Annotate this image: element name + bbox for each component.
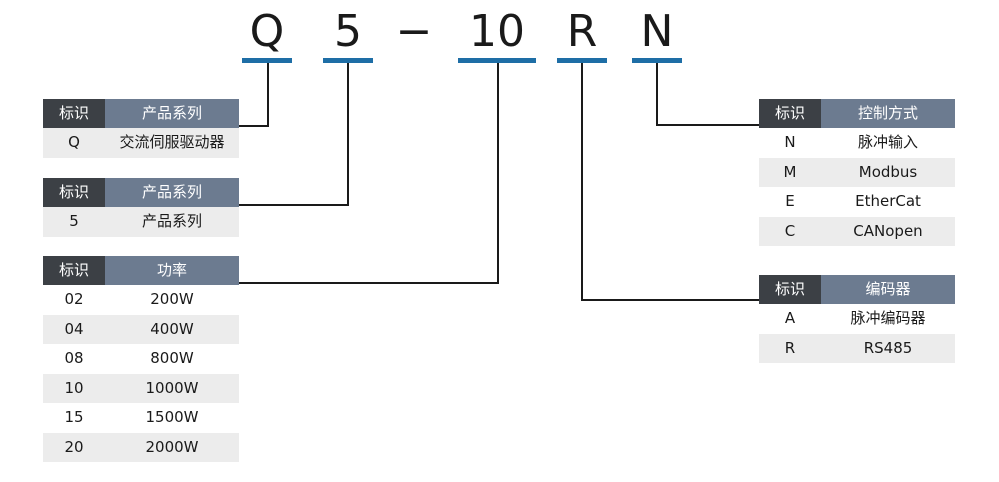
code-char-5: 5 bbox=[334, 6, 362, 57]
row-value: Modbus bbox=[858, 162, 918, 181]
row-value: 2000W bbox=[145, 437, 199, 456]
table-row: 02 200W bbox=[43, 285, 239, 315]
power-key-header: 标识 bbox=[43, 256, 105, 285]
row-value: 1000W bbox=[145, 378, 199, 397]
series-value-header: 产品系列 bbox=[105, 99, 239, 128]
row-key: 08 bbox=[64, 349, 84, 367]
row-key: 20 bbox=[64, 437, 84, 456]
row-value: 200W bbox=[150, 290, 194, 308]
power-table-header: 标识 功率 bbox=[43, 256, 239, 285]
code-char-q: Q bbox=[249, 6, 285, 57]
control-value-header: 控制方式 bbox=[821, 99, 955, 128]
table-row: E EtherCat bbox=[759, 187, 955, 217]
row-key: 02 bbox=[64, 290, 84, 308]
row-value: EtherCat bbox=[855, 192, 921, 210]
encoder-key-header: 标识 bbox=[759, 275, 821, 304]
row-value: RS485 bbox=[863, 338, 913, 357]
connector-5-horizontal bbox=[238, 204, 349, 206]
code-underline-q bbox=[242, 58, 292, 63]
row-key: 10 bbox=[64, 378, 84, 397]
code-dash: − bbox=[395, 6, 433, 57]
model-value-header: 产品系列 bbox=[105, 178, 239, 207]
connector-r-horizontal bbox=[581, 299, 759, 301]
row-key: E bbox=[785, 192, 795, 210]
table-row: C CANopen bbox=[759, 216, 955, 246]
connector-r-vertical bbox=[581, 63, 583, 301]
series-table-header: 标识 产品系列 bbox=[43, 99, 239, 128]
control-table: 标识 控制方式 N 脉冲输入 M Modbus E EtherCat C CAN… bbox=[759, 99, 955, 246]
control-table-header: 标识 控制方式 bbox=[759, 99, 955, 128]
model-table: 标识 产品系列 5 产品系列 bbox=[43, 178, 239, 237]
encoder-table-header: 标识 编码器 bbox=[759, 275, 955, 304]
table-row: N 脉冲输入 bbox=[759, 128, 955, 158]
row-key: R bbox=[784, 338, 796, 357]
row-value: CANopen bbox=[853, 221, 923, 240]
code-char-r: R bbox=[566, 6, 598, 57]
row-key: 5 bbox=[69, 212, 79, 230]
row-value: 产品系列 bbox=[141, 212, 202, 230]
row-key: Q bbox=[68, 133, 80, 151]
row-value: 1500W bbox=[145, 408, 199, 426]
control-key-header: 标识 bbox=[759, 99, 821, 128]
connector-q-vertical bbox=[267, 63, 269, 127]
row-key: 04 bbox=[64, 319, 84, 338]
model-table-header: 标识 产品系列 bbox=[43, 178, 239, 207]
row-key: A bbox=[784, 309, 796, 327]
power-value-header: 功率 bbox=[105, 256, 239, 285]
row-key: M bbox=[783, 162, 797, 181]
connector-5-vertical bbox=[347, 63, 349, 206]
row-key: C bbox=[784, 221, 796, 240]
row-key: N bbox=[784, 133, 796, 151]
table-row: 15 1500W bbox=[43, 403, 239, 433]
connector-10-vertical bbox=[497, 63, 499, 284]
table-row: 04 400W bbox=[43, 314, 239, 344]
table-row: 08 800W bbox=[43, 344, 239, 374]
table-row: A 脉冲编码器 bbox=[759, 304, 955, 334]
model-key-header: 标识 bbox=[43, 178, 105, 207]
code-underline-5 bbox=[323, 58, 373, 63]
code-underline-r bbox=[557, 58, 607, 63]
encoder-value-header: 编码器 bbox=[821, 275, 955, 304]
connector-n-horizontal bbox=[656, 124, 759, 126]
row-value: 800W bbox=[150, 349, 194, 367]
code-char-n: N bbox=[640, 6, 674, 57]
table-row: M Modbus bbox=[759, 157, 955, 187]
table-row: 20 2000W bbox=[43, 432, 239, 462]
row-key: 15 bbox=[64, 408, 84, 426]
connector-10-horizontal bbox=[238, 282, 499, 284]
table-row: 5 产品系列 bbox=[43, 207, 239, 237]
table-row: 10 1000W bbox=[43, 373, 239, 403]
table-row: R RS485 bbox=[759, 333, 955, 363]
code-underline-10 bbox=[458, 58, 536, 63]
connector-n-vertical bbox=[656, 63, 658, 126]
code-char-10: 10 bbox=[469, 6, 525, 57]
encoder-table: 标识 编码器 A 脉冲编码器 R RS485 bbox=[759, 275, 955, 363]
row-value: 400W bbox=[150, 319, 194, 338]
connector-q-horizontal bbox=[238, 125, 269, 127]
table-row: Q 交流伺服驱动器 bbox=[43, 128, 239, 158]
power-table: 标识 功率 02 200W 04 400W 08 800W 10 1000W 1… bbox=[43, 256, 239, 462]
row-value: 交流伺服驱动器 bbox=[119, 133, 225, 151]
row-value: 脉冲编码器 bbox=[850, 309, 926, 327]
row-value: 脉冲输入 bbox=[857, 133, 918, 151]
code-underline-n bbox=[632, 58, 682, 63]
series-key-header: 标识 bbox=[43, 99, 105, 128]
series-table: 标识 产品系列 Q 交流伺服驱动器 bbox=[43, 99, 239, 158]
